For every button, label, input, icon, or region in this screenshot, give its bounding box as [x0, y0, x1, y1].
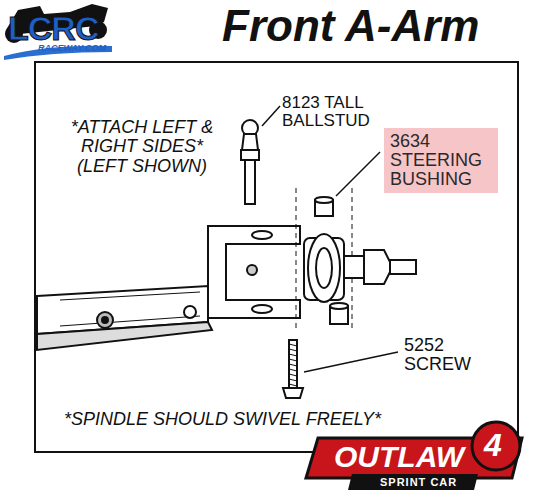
logo-subtext: SPRINT CAR	[380, 477, 457, 489]
logo-text: OUTLAW	[334, 441, 464, 473]
logo-text: LCRC	[8, 10, 98, 47]
frame	[35, 62, 518, 452]
outlaw-logo	[306, 422, 522, 490]
part-callout: 5252 SCREW	[404, 336, 494, 375]
spindle	[304, 234, 416, 302]
screw	[283, 340, 303, 398]
lcrc-logo-car	[4, 4, 112, 60]
logo-subtext: RACEWAY.COM	[38, 44, 106, 54]
part-callout: 8123 TALL BALLSTUD	[282, 94, 394, 131]
note: *ATTACH LEFT & RIGHT SIDES* (LEFT SHOWN)	[58, 118, 226, 176]
ballstud	[241, 120, 259, 204]
highlight-box: 3634 STEERING BUSHING	[384, 128, 498, 193]
leader-line	[262, 106, 398, 372]
title: Front A-Arm	[222, 2, 479, 50]
note: *SPINDLE SHOULD SWIVEL FREELY*	[62, 410, 383, 429]
screw-threads	[289, 344, 297, 386]
callout-text: 3634 STEERING BUSHING	[390, 132, 490, 189]
steering-bushing	[315, 197, 348, 324]
logo-number: 4	[484, 428, 502, 463]
a-arm	[37, 226, 300, 350]
